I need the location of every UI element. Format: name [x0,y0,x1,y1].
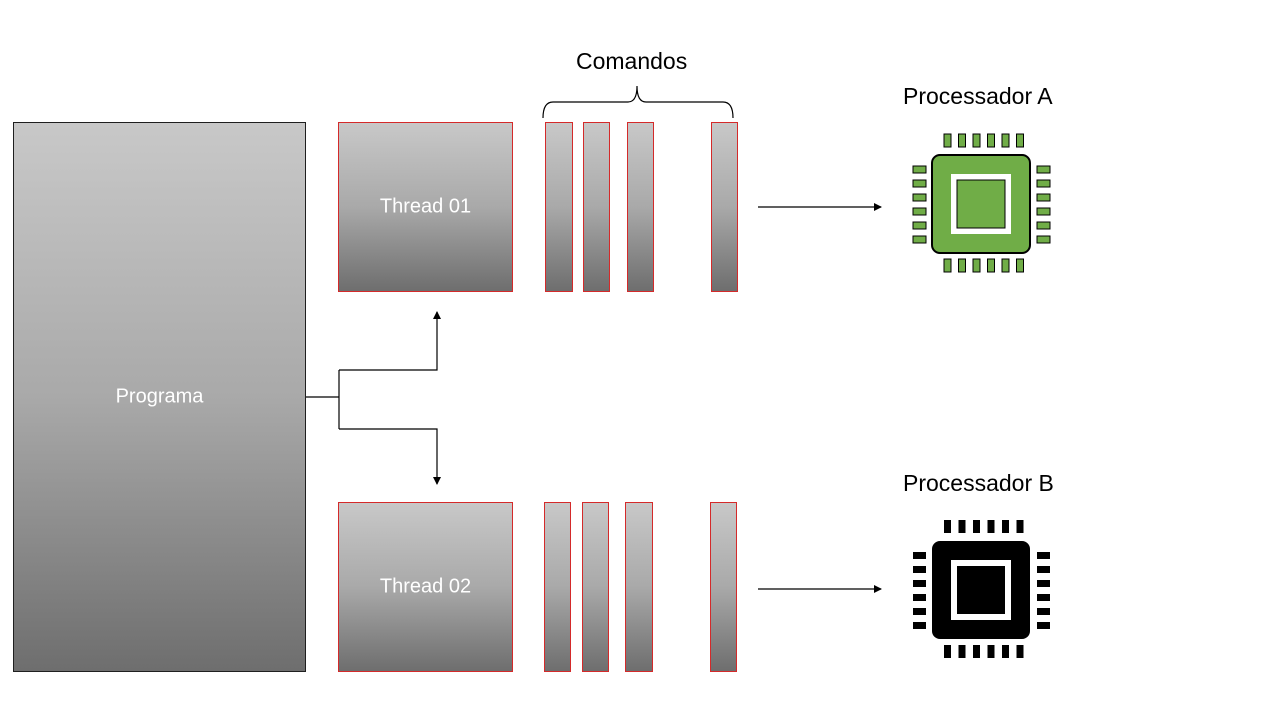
commands-brace [542,85,734,119]
command-bar [582,502,609,672]
commands-heading: Comandos [576,48,688,74]
thread-01-block: Thread 01 [338,122,513,292]
processor-b-heading: Processador B [903,470,1054,496]
fork-connector-trunk [306,370,340,429]
command-bar [583,122,610,292]
cpu-chip-icon [913,520,1050,658]
thread-02-label: Thread 02 [379,575,472,598]
command-bar [710,502,737,672]
processor-a-heading: Processador A [903,83,1053,109]
thread-01-label: Thread 01 [379,195,472,218]
program-label: Programa [115,385,204,408]
thread-02-block: Thread 02 [338,502,513,672]
command-bar [625,502,653,672]
program-block: Programa [13,122,306,672]
command-bar [545,122,573,292]
command-bar [544,502,571,672]
fork-arrow-down [339,428,441,485]
fork-arrow-up [339,311,441,371]
command-bar [711,122,738,292]
command-bar [627,122,654,292]
cpu-chip-icon [912,133,1051,273]
